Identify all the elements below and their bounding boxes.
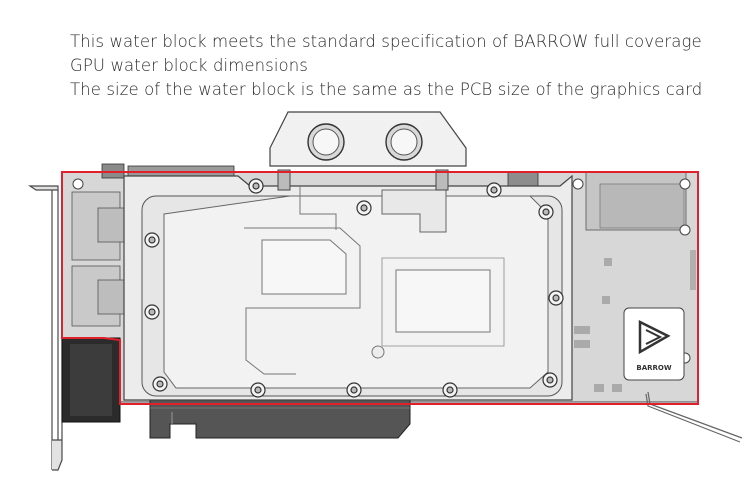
barrow-logo-plate: BARROW	[623, 307, 685, 381]
description-text: This water block meets the standard spec…	[70, 30, 730, 102]
water-block-body	[123, 169, 573, 401]
mounting-screws	[144, 178, 564, 398]
barrow-logo-icon	[638, 319, 671, 355]
caption-line-2: GPU water block dimensions	[70, 56, 309, 75]
terminal-top	[269, 111, 467, 167]
pci-bracket	[28, 172, 63, 471]
caption-line-3: The size of the water block is the same …	[70, 80, 703, 99]
pcie-connector	[149, 399, 411, 439]
coverage-outline	[61, 171, 699, 405]
caption-line-1: This water block meets the standard spec…	[70, 32, 702, 51]
brand-name: BARROW	[636, 364, 671, 372]
